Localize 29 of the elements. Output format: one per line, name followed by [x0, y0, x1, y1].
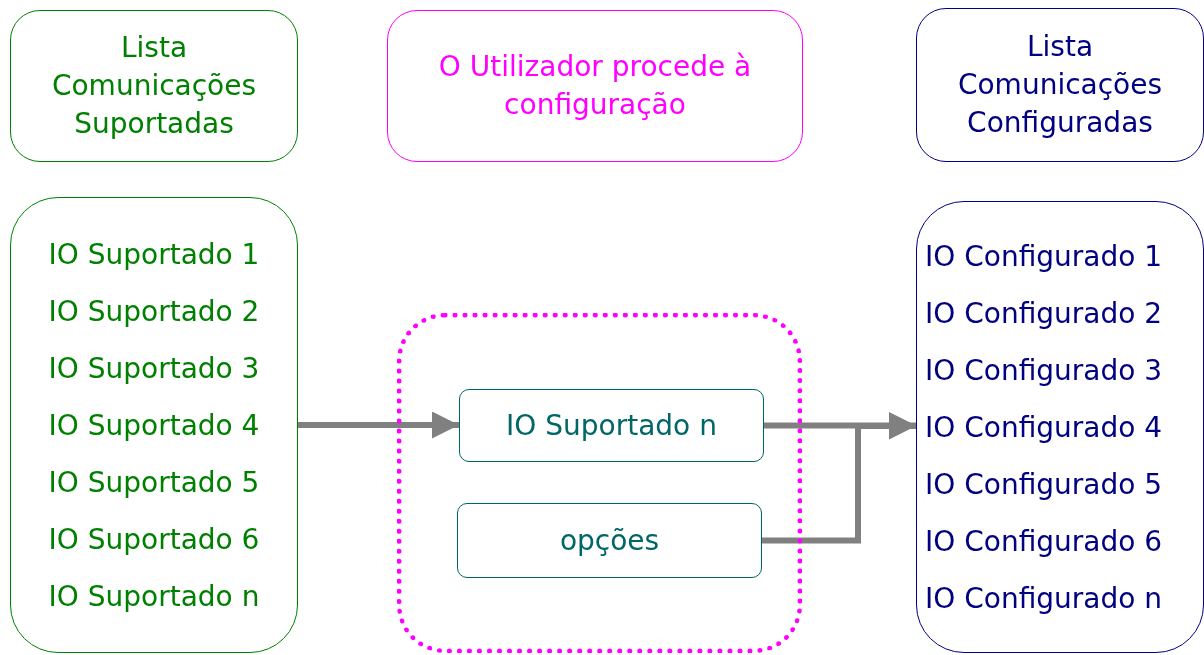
list-item: IO Configurado 2 — [925, 295, 1163, 332]
rounded-box — [459, 389, 764, 462]
list-item: IO Configurado 4 — [925, 409, 1163, 446]
list-item: IO Suportado 3 — [48, 350, 260, 387]
box-label: Lista Comunicações Suportadas — [50, 30, 258, 142]
rounded-box — [457, 503, 762, 578]
box-label: Lista Comunicações Configuradas — [956, 29, 1164, 141]
list-panel — [10, 197, 298, 653]
list-item: IO Suportado 2 — [48, 293, 260, 330]
rounded-box — [10, 10, 298, 162]
list-item: IO Configurado 5 — [925, 466, 1163, 503]
list-item: IO Suportado 1 — [48, 236, 260, 273]
rounded-box — [916, 8, 1204, 162]
list-panel — [916, 201, 1204, 653]
box-label: opções — [559, 522, 660, 559]
arrow — [298, 411, 459, 439]
list-item: IO Configurado 3 — [925, 352, 1163, 389]
list-item: IO Suportado n — [48, 578, 260, 615]
list-item: IO Suportado 4 — [48, 407, 260, 444]
list-item: IO Configurado 1 — [925, 238, 1163, 275]
list-item: IO Configurado 6 — [925, 523, 1163, 560]
list-item: IO Suportado 5 — [48, 464, 260, 501]
dotted-group-box — [397, 313, 802, 653]
list-item: IO Configurado n — [925, 580, 1162, 617]
box-label: O Utilizador procede à configuração — [437, 49, 753, 123]
box-label: IO Suportado n — [506, 407, 717, 444]
arrow — [762, 412, 916, 544]
rounded-box — [387, 10, 803, 162]
list-item: IO Suportado 6 — [48, 521, 260, 558]
